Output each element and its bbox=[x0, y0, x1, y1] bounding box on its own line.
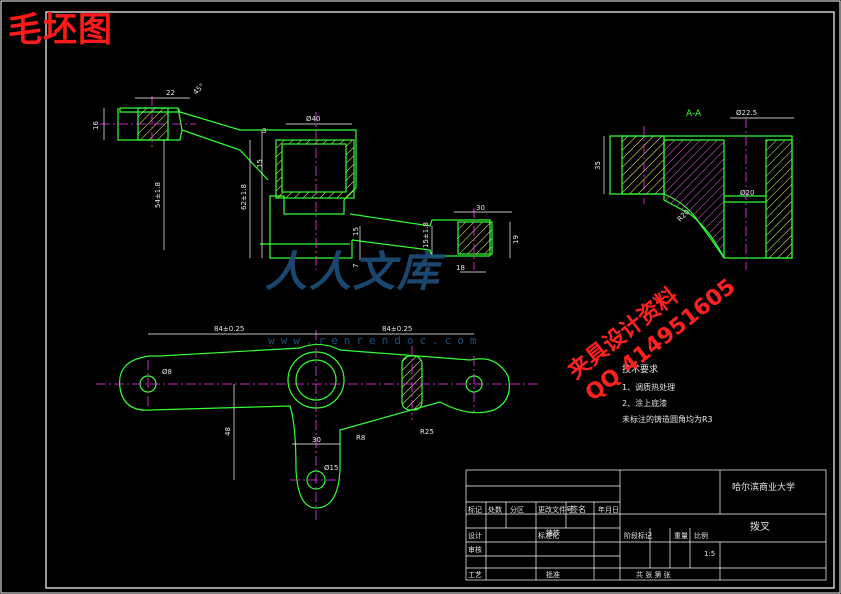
dim-d8: Ø8 bbox=[162, 368, 172, 376]
top-view bbox=[118, 343, 510, 509]
dim-d40: Ø40 bbox=[306, 115, 320, 123]
front-view bbox=[117, 107, 493, 259]
dim-3: 3 bbox=[262, 127, 266, 135]
watermark-brand: 人人文库 bbox=[265, 247, 442, 296]
dim-84-left: 84±0.25 bbox=[214, 325, 244, 333]
tb-stage-mark: 阶段标记 bbox=[624, 531, 652, 540]
tech-item-2: 2、涂上底漆 bbox=[622, 398, 667, 408]
tb-label-date: 年月日 bbox=[598, 505, 619, 514]
dim-84-right: 84±0.25 bbox=[382, 325, 412, 333]
dim-7: 7 bbox=[352, 264, 360, 268]
tech-requirements: 技术要求 1、调质热处理 2、涂上底漆 未标注的铸造圆角均为R3 bbox=[622, 363, 713, 424]
dim-15-1.8: 15±1.8 bbox=[422, 222, 430, 248]
tb-label-sign: 签名 bbox=[570, 504, 586, 514]
tb-label-count: 处数 bbox=[488, 505, 502, 514]
tb-process: 工艺 bbox=[468, 571, 482, 579]
tb-weight: 重量 bbox=[674, 532, 688, 540]
tb-design: 设计 bbox=[468, 531, 482, 540]
dim-18: 18 bbox=[456, 264, 465, 272]
tech-item-3: 未标注的铸造圆角均为R3 bbox=[622, 414, 713, 424]
front-view-centerlines bbox=[100, 96, 475, 270]
title-block bbox=[465, 469, 827, 581]
tb-part-name: 拨叉 bbox=[750, 520, 770, 533]
section-a-a bbox=[609, 135, 793, 259]
tb-scale: 1:5 bbox=[704, 550, 715, 558]
dim-15b: 15 bbox=[352, 227, 360, 236]
tb-label-mark: 标记 bbox=[468, 505, 482, 514]
tb-label-docno: 更改文件号 bbox=[538, 505, 573, 514]
dim-d22.5: Ø22.5 bbox=[736, 109, 757, 117]
dim-19: 19 bbox=[512, 235, 520, 244]
tech-heading: 技术要求 bbox=[622, 363, 658, 375]
tb-approve: 批准 bbox=[546, 570, 560, 579]
tb-sheets: 共 张 第 张 bbox=[636, 570, 671, 579]
dim-d15: Ø15 bbox=[324, 464, 338, 472]
section-centerlines bbox=[643, 118, 747, 270]
front-view-dimensions bbox=[103, 97, 512, 273]
tech-item-1: 1、调质热处理 bbox=[622, 382, 675, 392]
section-dimensions bbox=[603, 117, 794, 194]
watermark-url: www.renrendoc.com bbox=[268, 334, 483, 347]
inner-border bbox=[45, 11, 835, 589]
dim-r8: R8 bbox=[356, 434, 365, 442]
dim-62: 62±1.8 bbox=[240, 184, 248, 210]
tb-check: 审核 bbox=[468, 545, 482, 554]
overlay-title: 毛坯图 bbox=[8, 10, 113, 50]
tb-school: 哈尔滨商业大学 bbox=[732, 481, 795, 493]
dim-16: 16 bbox=[92, 121, 100, 130]
dim-54: 54±1.8 bbox=[154, 182, 162, 208]
top-view-centerlines bbox=[96, 330, 540, 520]
dim-30b: 30 bbox=[312, 436, 321, 444]
dim-30: 30 bbox=[476, 204, 485, 212]
tb-scale-label: 比例 bbox=[694, 531, 708, 540]
tb-label-zone: 分区 bbox=[510, 505, 524, 514]
dim-r25: R25 bbox=[420, 428, 434, 436]
dim-35: 35 bbox=[594, 161, 602, 170]
top-view-dimensions bbox=[148, 333, 474, 480]
dim-15: 15 bbox=[256, 159, 264, 168]
tb-material: 铸铁 bbox=[546, 528, 560, 537]
dim-45deg: 45° bbox=[192, 82, 206, 96]
tb-standard: 标准化 bbox=[538, 531, 559, 540]
view-label-a-a: A-A bbox=[686, 109, 702, 119]
dim-22: 22 bbox=[166, 89, 175, 97]
dim-d20: Ø20 bbox=[740, 189, 754, 197]
dim-48: 48 bbox=[224, 427, 232, 436]
